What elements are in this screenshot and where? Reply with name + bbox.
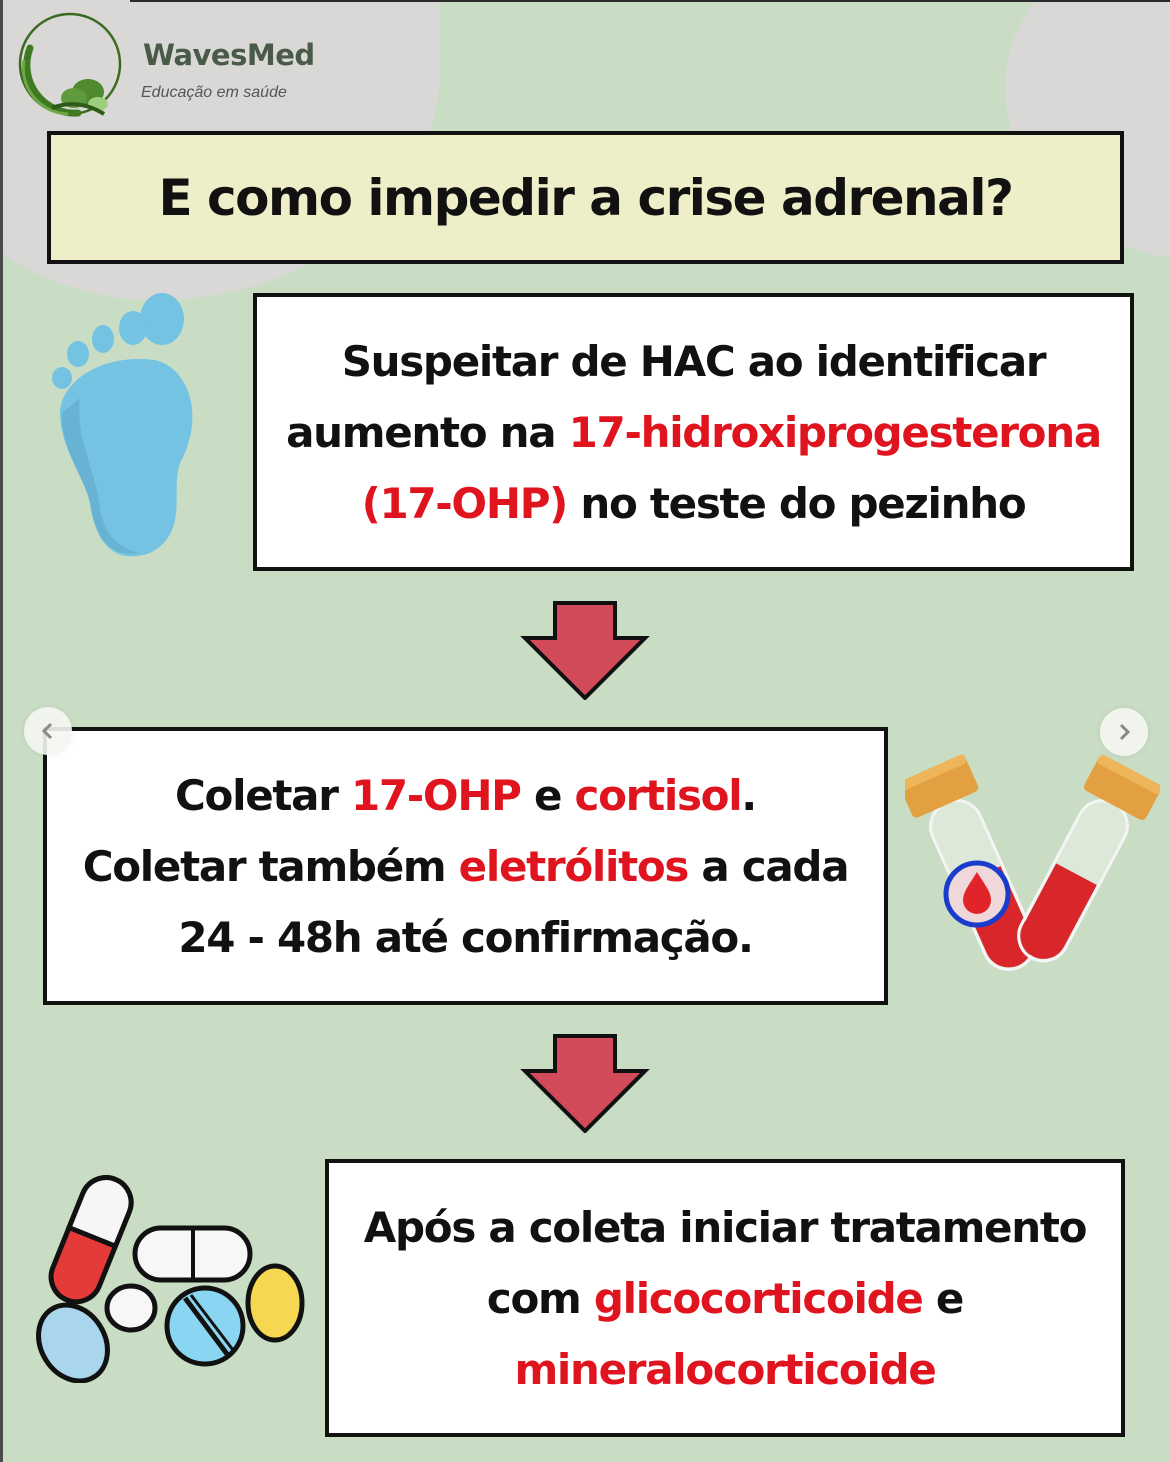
blood-test-tubes-icon: [905, 754, 1160, 971]
chevron-left-icon: [41, 722, 53, 740]
step-3-line-1: Após a coleta iniciar tratamento: [363, 1202, 1088, 1252]
highlight-mineralocorticoide: mineralocorticoide: [514, 1344, 936, 1394]
highlight-17-ohp: 17-OHP: [350, 770, 522, 820]
step-3-line-2-text: com: [486, 1273, 594, 1323]
brand-name: WavesMed: [143, 38, 315, 72]
waves-circle-logo-icon: [18, 12, 122, 117]
step-2-line-1-text: Coletar: [175, 770, 351, 820]
step-2-box: Coletar 17-OHP e cortisol. Coletar també…: [43, 727, 888, 1005]
down-arrow-icon: [520, 601, 650, 700]
baby-foot-icon: [52, 293, 193, 557]
carousel-prev-button[interactable]: [24, 707, 72, 755]
highlight-glicocorticoide: glicocorticoide: [593, 1273, 924, 1323]
step-2-line-2-end: a cada: [688, 841, 849, 891]
highlight-eletrolitos: eletrólitos: [458, 841, 690, 891]
page-title-text: E como impedir a crise adrenal?: [158, 168, 1014, 227]
step-1-line-1: Suspeitar de HAC ao identificar: [341, 336, 1047, 386]
step-1-box: Suspeitar de HAC ao identificar aumento …: [253, 293, 1134, 571]
step-2-text: Coletar 17-OHP e cortisol. Coletar també…: [82, 760, 850, 973]
step-1-line-3-text: no teste do pezinho: [567, 478, 1026, 528]
highlight-cortisol: cortisol: [574, 770, 743, 820]
down-arrow-icon: [520, 1034, 650, 1133]
step-2-line-1-conj: e: [520, 770, 575, 820]
carousel-next-button[interactable]: [1100, 708, 1148, 756]
step-2-line-2-text: Coletar também: [82, 841, 459, 891]
step-3-box: Após a coleta iniciar tratamento com gli…: [325, 1159, 1125, 1437]
page-title: E como impedir a crise adrenal?: [47, 131, 1124, 264]
step-2-line-1-period: .: [741, 770, 757, 820]
highlight-17-hidroxiprogesterona: 17-hidroxiprogesterona: [568, 407, 1103, 457]
chevron-right-icon: [1119, 723, 1131, 741]
highlight-17-ohp: (17-OHP): [361, 478, 569, 528]
step-2-line-3: 24 - 48h até confirmação.: [178, 912, 754, 962]
top-frame-edge: [130, 0, 1170, 2]
pills-icon: [36, 1175, 305, 1383]
step-1-text: Suspeitar de HAC ao identificar aumento …: [286, 326, 1103, 539]
brand-tagline: Educação em saúde: [141, 84, 287, 101]
step-1-line-2-text: aumento na: [286, 407, 569, 457]
step-3-line-2-end: e: [922, 1273, 964, 1323]
left-frame-edge: [0, 0, 3, 1462]
step-3-text: Após a coleta iniciar tratamento com gli…: [363, 1192, 1088, 1405]
